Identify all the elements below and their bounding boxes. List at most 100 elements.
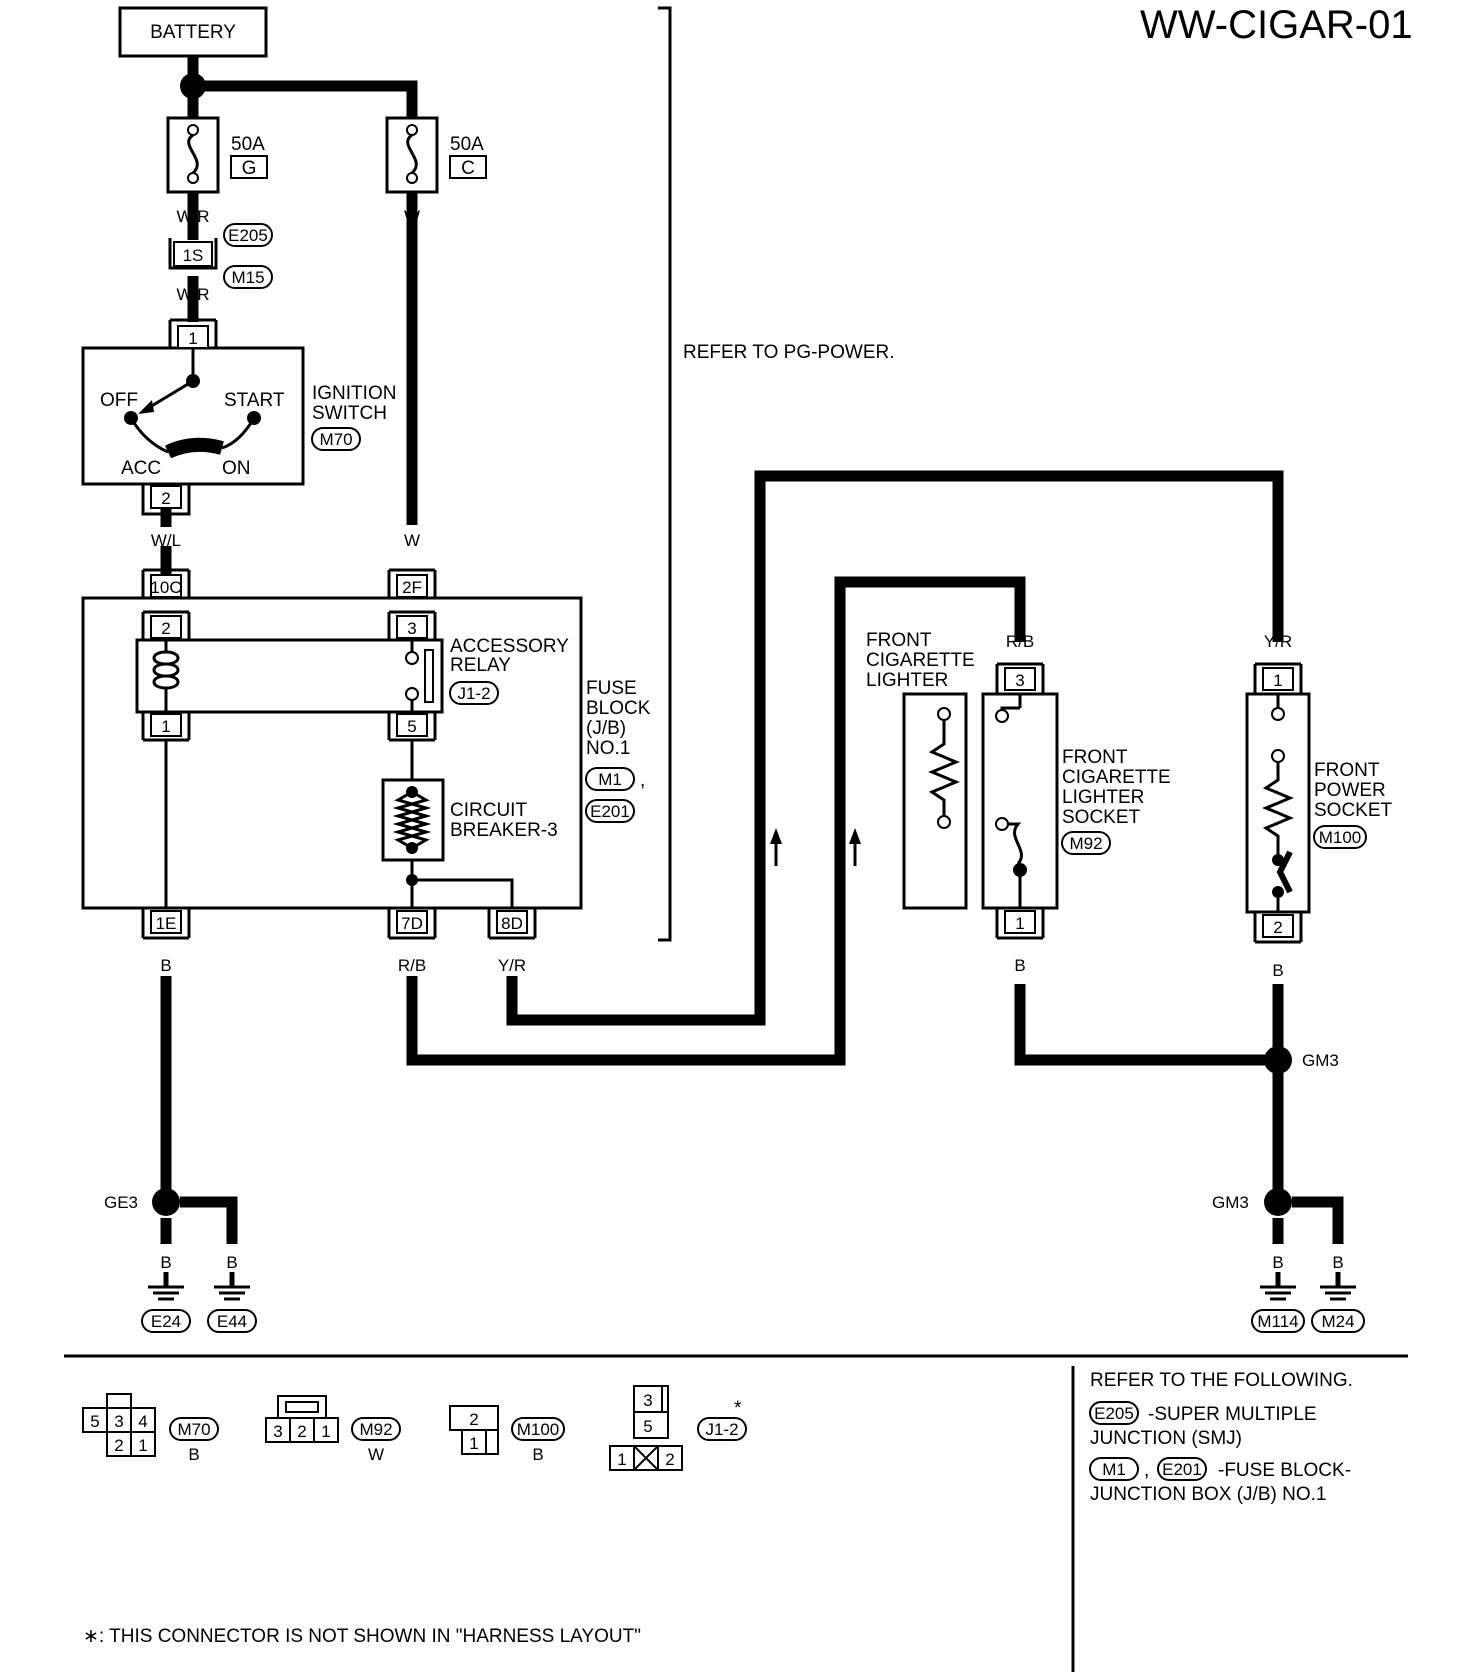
refer-e201-oval [1157,1457,1207,1481]
refer-jb-line1: -FUSE BLOCK- [1218,1460,1351,1481]
socket-label-4: SOCKET [1062,807,1141,828]
power-connector: M100 [1319,828,1362,847]
fb-pin-8d [487,908,537,940]
cb-label-2: BREAKER-3 [450,820,558,841]
j12-face-oval [697,1417,747,1441]
e205-oval [223,223,273,247]
fuse-g-rating: 50A [231,134,265,155]
lighter-label-3: LIGHTER [866,670,948,691]
e44-oval [207,1309,257,1333]
battery-junction [180,73,206,99]
m92-pin-3: 3 [273,1422,282,1441]
fb-internal-8d [412,878,514,908]
refer-jb-line2: JUNCTION BOX (J/B) NO.1 [1090,1484,1326,1505]
accessory-relay-box [135,638,444,714]
wire-label-r-b-1: R/B [398,956,426,975]
j12-face-star: * [734,1398,742,1419]
relay-pin-5 [387,712,437,742]
power-pin-2 [1253,912,1303,944]
relay-coil [152,640,180,712]
m24-oval [1311,1309,1365,1333]
wire-label-b-gm-2: B [1332,1253,1343,1272]
m70-face-name: M70 [177,1420,210,1439]
relay-pin-2-label: 2 [161,619,170,638]
fb-label-1: FUSE [586,678,637,699]
lighter-element [928,707,960,829]
direction-arrows [770,828,861,866]
ground-m114: M114 [1257,1312,1298,1331]
m92-face-color: W [368,1445,384,1464]
m100-face-color: B [532,1445,543,1464]
m92-oval [1061,831,1111,855]
socket-label-3: LIGHTER [1062,787,1144,808]
fb-label-2: BLOCK [586,698,651,719]
ignition-off: OFF [100,390,138,411]
m70-face-oval [169,1417,219,1441]
ground-e44: E44 [217,1312,247,1331]
wire-label-w-2: W [404,531,420,550]
fb-pin-1e-label: 1E [156,914,177,933]
socket-pin-bottom: 1 [1015,914,1024,933]
j12-pin-3: 3 [643,1391,652,1410]
m15-oval [223,265,273,289]
ignition-start: START [224,390,285,411]
power-pin-bottom: 2 [1273,918,1282,937]
battery-label: BATTERY [150,22,236,43]
relay-pin-5-label: 5 [407,717,416,736]
ground-e24: E24 [151,1312,181,1331]
socket-pin-top: 3 [1015,671,1024,690]
fb-pin-7d [387,908,437,940]
power-pin-1 [1253,662,1303,694]
ground-symbols-right [1260,1272,1356,1301]
fb-pin-2f [387,568,437,598]
m70-pin-1: 1 [138,1436,147,1455]
power-pin-top: 1 [1273,671,1282,690]
fuse-c [385,116,439,194]
relay-pin-1 [141,712,191,742]
ground-gm3-lower: GM3 [1212,1193,1249,1212]
refer-jb-conn-b: E201 [1162,1460,1202,1479]
m100-face-name: M100 [517,1420,560,1439]
m100-pin-2: 2 [469,1410,478,1429]
fb-pin-1e [141,908,191,940]
lighter-label-2: CIGARETTE [866,650,975,671]
relay-pin-2 [141,610,191,640]
ignition-acc: ACC [121,458,161,479]
ground-ge3: GE3 [104,1193,138,1212]
fb-pin-10c-label: 10C [150,578,181,597]
lighter-label-1: FRONT [866,630,932,651]
j12-connector-face [609,1385,683,1471]
m70-oval [311,427,361,451]
smj-conn-bottom: M15 [231,268,264,287]
fuse-g [166,116,220,194]
wire-label-b-ge-1: B [160,1253,171,1272]
wire-label-b-gm-1: B [1272,1253,1283,1272]
refer-smj-line2: JUNCTION (SMJ) [1090,1428,1242,1449]
gm3-splice-lower [1264,1188,1292,1216]
fuse-c-letter-box [449,155,487,179]
j12-pin-5: 5 [643,1417,652,1436]
wire-label-w-l: W/L [151,531,181,550]
m70-connector-face [82,1393,156,1457]
fuse-c-letter: C [461,158,475,179]
relay-pin-3 [387,610,437,640]
refer-m1-oval [1089,1457,1139,1481]
j12-pin-1: 1 [617,1450,626,1469]
wire-label-w-1: W [404,207,420,226]
wire-label-b-ge-2: B [226,1253,237,1272]
fb-conn-b: E201 [590,802,630,821]
relay-connector: J1-2 [457,684,490,703]
wire-label-w-r-1: W/R [176,207,209,226]
refer-e205-oval [1089,1401,1139,1425]
m92-face-oval [351,1417,401,1441]
footnote: ∗: THIS CONNECTOR IS NOT SHOWN IN "HARNE… [83,1626,641,1647]
fb-conn-sep: , [640,770,645,791]
smj-conn-top: E205 [228,226,268,245]
j12-oval [449,681,499,705]
m114-oval [1251,1309,1305,1333]
m70-face-color: B [188,1445,199,1464]
fb-pin-8d-label: 8D [501,914,523,933]
m70-pin-5: 5 [90,1412,99,1431]
e201-oval [585,799,635,823]
